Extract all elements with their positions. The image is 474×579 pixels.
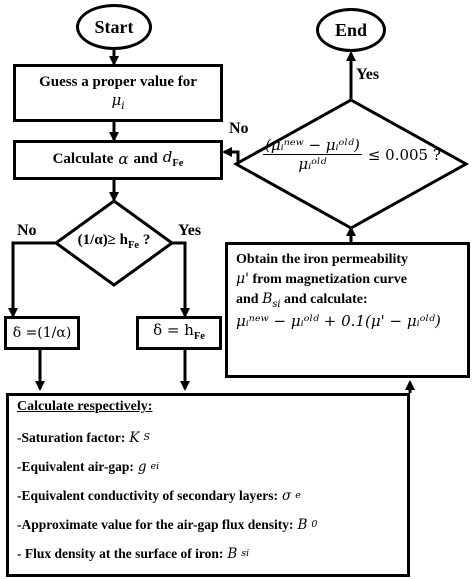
delta-right-box: δ = hFe [136, 316, 222, 350]
calculate-box: Calculate α and dFe [13, 140, 223, 180]
calculate-text: Calculate [52, 151, 114, 168]
alpha-symbol: α [118, 150, 129, 169]
start-node: Start [76, 4, 152, 50]
delta-left-box: δ =(1/α) [4, 316, 80, 350]
start-label: Start [94, 16, 134, 37]
d-fe-symbol: dFe [162, 148, 184, 170]
guess-text: Guess a proper value for [39, 74, 197, 91]
decision1-no-label: No [17, 222, 37, 239]
obtain-line3: and Bsi and calculate: [236, 290, 368, 310]
calc-list-heading: Calculate respectively: [17, 399, 153, 414]
guess-symbol: μi [111, 90, 125, 112]
decision2-text: (μᵢⁿᵉʷ − μᵢᵒˡᵈ) μᵢᵒˡᵈ ≤ 0.005 ? [256, 136, 448, 173]
obtain-formula: μᵢⁿᵉʷ − μᵢᵒˡᵈ + 0.1(μ' − μᵢᵒˡᵈ) [236, 311, 441, 330]
decision1-yes-label: Yes [178, 222, 202, 239]
end-node: End [316, 8, 386, 52]
calc-list-box: Calculate respectively: -Saturation fact… [6, 393, 410, 577]
calculate-and: and [133, 151, 158, 168]
end-label: End [334, 19, 368, 40]
delta-right-text: δ = hFe [153, 321, 205, 343]
obtain-line2: μ' from magnetization curve [236, 270, 407, 287]
decision2-denominator: μᵢᵒˡᵈ [298, 155, 327, 173]
obtain-box: Obtain the iron permeability μ' from mag… [225, 242, 470, 378]
decision2-condition: ≤ 0.005 ? [367, 145, 441, 164]
decision1-text: (1/α)≥ hFe ? [77, 232, 151, 251]
decision2-numerator: (μᵢⁿᵉʷ − μᵢᵒˡᵈ) [263, 136, 362, 155]
obtain-line1: Obtain the iron permeability [236, 252, 409, 267]
calc-item: -Equivalent conductivity of secondary la… [17, 487, 301, 504]
delta-left-text: δ =(1/α) [12, 324, 72, 341]
decision2-yes-label: Yes [356, 66, 380, 83]
calc-item: -Approximate value for the air-gap flux … [17, 516, 318, 533]
guess-box: Guess a proper value for μi [13, 64, 223, 122]
decision2-no-label: No [229, 120, 249, 137]
